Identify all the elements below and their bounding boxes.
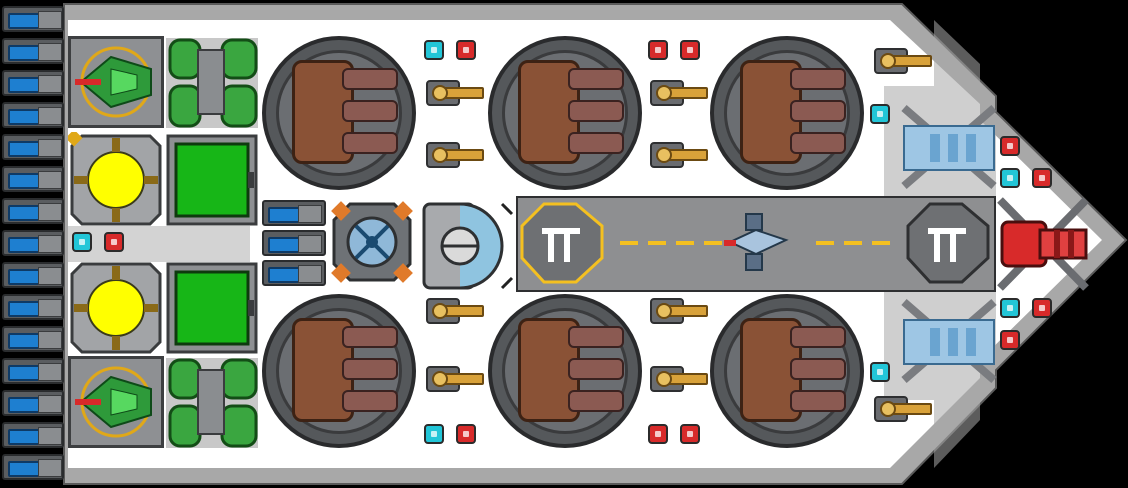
landing-pad-icon: [906, 202, 990, 284]
hangar-icon[interactable]: [488, 294, 642, 448]
runway[interactable]: [516, 196, 996, 292]
main-cannon[interactable]: [996, 196, 1090, 292]
shield-emitter-top[interactable]: [900, 104, 998, 190]
thruster-icon[interactable]: [2, 358, 64, 384]
connector-cyan-icon[interactable]: [424, 424, 444, 444]
connector-cyan-icon[interactable]: [870, 104, 890, 124]
connector-red-icon[interactable]: [680, 424, 700, 444]
connector-red-icon[interactable]: [648, 40, 668, 60]
connector-red-icon[interactable]: [1032, 168, 1052, 188]
hangar-icon[interactable]: [262, 294, 416, 448]
connector-cyan-icon[interactable]: [870, 362, 890, 382]
thruster-icon[interactable]: [2, 390, 64, 416]
turret-icon[interactable]: [872, 44, 932, 78]
connector-red-icon[interactable]: [1032, 298, 1052, 318]
reactor-bottom[interactable]: [68, 260, 164, 356]
thruster-icon[interactable]: [262, 260, 326, 286]
turret-icon[interactable]: [424, 138, 484, 172]
reactor-icon: [70, 262, 162, 354]
thruster-icon[interactable]: [2, 134, 64, 160]
thruster-icon[interactable]: [2, 102, 64, 128]
fuel-tank-icon: [166, 358, 258, 448]
connector-red-icon[interactable]: [680, 40, 700, 60]
turret-icon[interactable]: [648, 294, 708, 328]
connector-red-icon[interactable]: [456, 40, 476, 60]
gyroscope[interactable]: [420, 200, 516, 292]
runway-stripes: [620, 241, 890, 245]
fighter-bay-top[interactable]: [68, 36, 164, 128]
fighter-bay-icon: [75, 46, 152, 118]
thruster-icon[interactable]: [2, 294, 64, 320]
thruster-icon[interactable]: [2, 166, 64, 192]
main-cannon-icon: [997, 197, 1089, 291]
connector-red-icon[interactable]: [456, 424, 476, 444]
battery-top[interactable]: [164, 132, 260, 228]
turret-icon[interactable]: [424, 294, 484, 328]
turret-icon[interactable]: [648, 138, 708, 172]
turret-icon[interactable]: [648, 76, 708, 110]
battery-bottom[interactable]: [164, 260, 260, 356]
hangar-icon[interactable]: [488, 36, 642, 190]
thruster-icon[interactable]: [262, 200, 326, 226]
thruster-icon[interactable]: [2, 198, 64, 224]
connector-cyan-icon[interactable]: [72, 232, 92, 252]
shield-emitter-bottom[interactable]: [900, 298, 998, 384]
turret-icon[interactable]: [424, 362, 484, 396]
connector-red-icon[interactable]: [104, 232, 124, 252]
battery-icon: [166, 134, 258, 226]
gyroscope-icon: [422, 202, 514, 290]
thruster-icon[interactable]: [2, 70, 64, 96]
hangar-icon[interactable]: [710, 294, 864, 448]
thruster-icon[interactable]: [2, 326, 64, 352]
connector-red-icon[interactable]: [1000, 136, 1020, 156]
small-ship-icon: [724, 213, 789, 271]
turret-icon[interactable]: [648, 362, 708, 396]
battery-icon: [166, 262, 258, 354]
fuel-tank-top[interactable]: [164, 36, 260, 130]
hangar-icon[interactable]: [262, 36, 416, 190]
turret-icon[interactable]: [872, 392, 932, 426]
thruster-icon[interactable]: [2, 262, 64, 288]
landing-pad-icon: [520, 202, 604, 284]
fuel-tank-icon: [166, 38, 258, 128]
turret-icon[interactable]: [424, 76, 484, 110]
fuel-tank-bottom[interactable]: [164, 356, 260, 450]
fighter-bay-icon: [75, 366, 152, 438]
reactor-icon: [68, 132, 162, 226]
connector-cyan-icon[interactable]: [424, 40, 444, 60]
connector-red-icon[interactable]: [648, 424, 668, 444]
thruster-icon[interactable]: [2, 454, 64, 480]
thruster-icon[interactable]: [2, 230, 64, 256]
connector-cyan-icon[interactable]: [1000, 298, 1020, 318]
drone-hub[interactable]: [330, 200, 414, 284]
fighter-bay-bottom[interactable]: [68, 356, 164, 448]
drone-icon: [331, 201, 413, 283]
reactor-top[interactable]: [68, 132, 164, 228]
connector-red-icon[interactable]: [1000, 330, 1020, 350]
connector-cyan-icon[interactable]: [1000, 168, 1020, 188]
thruster-icon[interactable]: [262, 230, 326, 256]
shield-icon: [901, 104, 997, 190]
thruster-icon[interactable]: [2, 38, 64, 64]
thruster-icon[interactable]: [2, 422, 64, 448]
hangar-icon[interactable]: [710, 36, 864, 190]
shield-icon: [901, 298, 997, 384]
thruster-icon[interactable]: [2, 6, 64, 32]
